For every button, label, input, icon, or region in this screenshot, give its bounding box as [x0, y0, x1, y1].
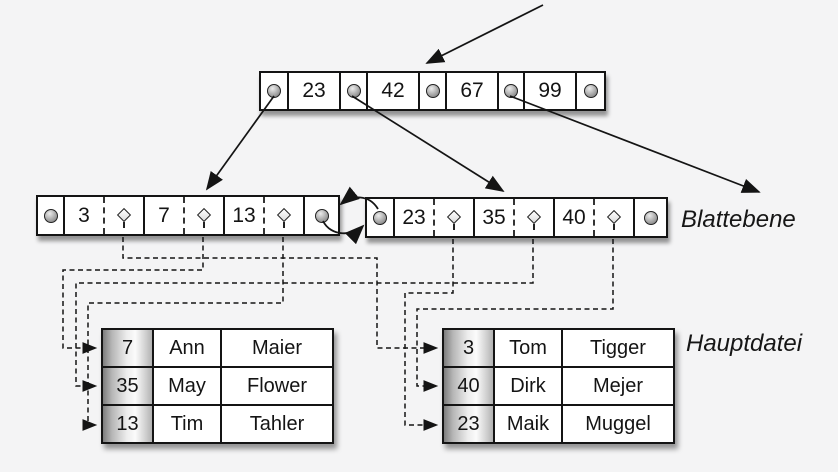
root-pointer-cell	[261, 73, 287, 109]
table-row: 13 Tim Tahler	[103, 404, 332, 442]
pointer-circle-icon	[504, 84, 518, 98]
leaf-ref-cell	[183, 197, 223, 234]
record-diamond-icon	[526, 209, 541, 230]
record-firstname-cell: Maik	[493, 406, 561, 442]
record-firstname-cell: Dirk	[493, 368, 561, 404]
record-lastname-cell: Maier	[220, 330, 332, 366]
record-diamond-icon	[606, 209, 621, 230]
record-diamond-icon	[196, 207, 211, 228]
leaf-key-cell: 23	[393, 199, 433, 236]
record-lastname-cell: Mejer	[561, 368, 673, 404]
record-key-cell: 23	[444, 406, 493, 442]
pointer-circle-icon	[43, 208, 58, 223]
table-row: 35 May Flower	[103, 366, 332, 404]
record-firstname-cell: Tom	[493, 330, 561, 366]
record-key-cell: 40	[444, 368, 493, 404]
label-main-file: Hauptdatei	[686, 330, 803, 357]
root-key-cell: 67	[445, 73, 497, 109]
table-row: 7 Ann Maier	[103, 330, 332, 366]
main-file-table-left: 7 Ann Maier 35 May Flower 13 Tim Tahler	[101, 328, 334, 444]
record-key-cell: 7	[103, 330, 152, 366]
leaf-pointer-cell	[633, 199, 666, 236]
leaf-ref-cell	[513, 199, 553, 236]
incoming-root-arrow	[425, 4, 544, 64]
leaf-ref-cell	[593, 199, 633, 236]
root-pointer-cell	[575, 73, 604, 109]
root-pointer-cell	[339, 73, 366, 109]
leaf-pointer-cell	[367, 199, 393, 236]
leaf-node-right: 23 35 40	[365, 197, 668, 238]
leaf-key-cell: 7	[143, 197, 183, 234]
label-leaf-level: Blattebene	[681, 206, 796, 233]
root-key-cell: 23	[287, 73, 339, 109]
record-diamond-icon	[446, 209, 461, 230]
table-row: 40 Dirk Mejer	[444, 366, 673, 404]
leaf-node-left: 3 7 13	[36, 195, 340, 236]
root-pointer-cell	[418, 73, 445, 109]
leaf-ref-cell	[103, 197, 143, 234]
record-firstname-cell: Tim	[152, 406, 220, 442]
record-diamond-icon	[116, 207, 131, 228]
record-lastname-cell: Muggel	[561, 406, 673, 442]
record-key-cell: 13	[103, 406, 152, 442]
root-key-cell: 99	[523, 73, 575, 109]
record-key-cell: 3	[444, 330, 493, 366]
pointer-circle-icon	[314, 208, 329, 223]
leaf-key-cell: 40	[553, 199, 593, 236]
record-firstname-cell: Ann	[152, 330, 220, 366]
record-firstname-cell: May	[152, 368, 220, 404]
pointer-circle-icon	[583, 84, 598, 98]
record-lastname-cell: Flower	[220, 368, 332, 404]
pointer-circle-icon	[373, 210, 387, 225]
record-lastname-cell: Tahler	[220, 406, 332, 442]
pointer-circle-icon	[267, 84, 281, 98]
main-file-table-right: 3 Tom Tigger 40 Dirk Mejer 23 Maik Mugge…	[442, 328, 675, 444]
leaf-pointer-cell	[303, 197, 338, 234]
root-pointer-cell	[497, 73, 523, 109]
root-key-cell: 42	[366, 73, 418, 109]
pointer-circle-icon	[425, 84, 440, 98]
pointer-circle-icon	[643, 210, 658, 225]
pointer-circle-icon	[346, 84, 361, 98]
leaf-pointer-cell	[38, 197, 63, 234]
table-row: 3 Tom Tigger	[444, 330, 673, 366]
leaf-ref-cell	[263, 197, 303, 234]
record-key-cell: 35	[103, 368, 152, 404]
leaf-key-cell: 35	[473, 199, 513, 236]
record-lastname-cell: Tigger	[561, 330, 673, 366]
root-node: 23 42 67 99	[259, 71, 606, 111]
leaf-key-cell: 3	[63, 197, 103, 234]
table-row: 23 Maik Muggel	[444, 404, 673, 442]
record-diamond-icon	[276, 207, 291, 228]
leaf-ref-cell	[433, 199, 473, 236]
leaf-key-cell: 13	[223, 197, 263, 234]
